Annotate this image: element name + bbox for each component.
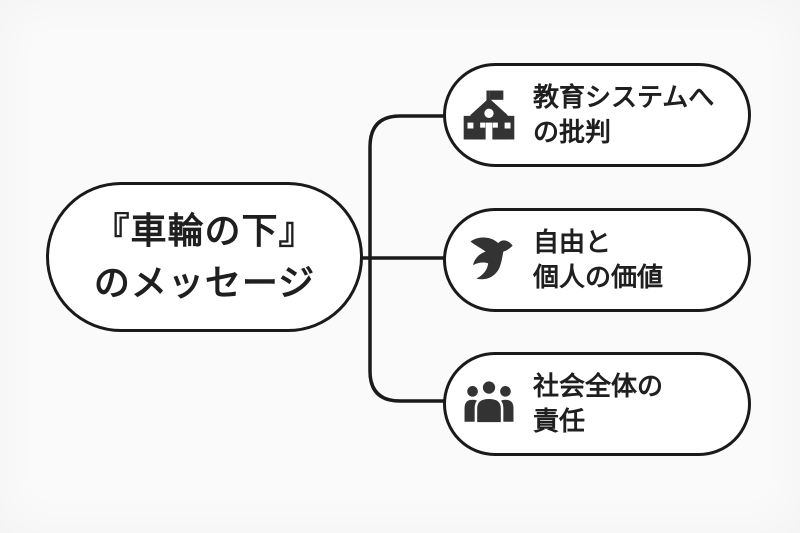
branch-society-label: 社会全体の 責任 bbox=[533, 369, 663, 439]
branch-education-label: 教育システムへ の批判 bbox=[533, 80, 714, 150]
people-group-icon bbox=[462, 377, 516, 431]
root-node-label: 『車輪の下』 のメッセージ bbox=[93, 205, 315, 309]
branch-freedom-label: 自由と 個人の価値 bbox=[533, 225, 663, 295]
dove-icon bbox=[462, 233, 516, 287]
school-icon bbox=[462, 88, 516, 142]
connector-top bbox=[368, 114, 444, 258]
branch-node-society: 社会全体の 責任 bbox=[443, 352, 751, 456]
branch-freedom-line2: 個人の価値 bbox=[533, 262, 664, 292]
branch-education-line1: 教育システムへ bbox=[533, 82, 715, 112]
branch-education-line2: の批判 bbox=[533, 117, 612, 147]
branch-node-education: 教育システムへ の批判 bbox=[443, 63, 751, 167]
root-node: 『車輪の下』 のメッセージ bbox=[46, 182, 363, 332]
branch-society-line2: 責任 bbox=[533, 406, 586, 436]
branch-node-freedom: 自由と 個人の価値 bbox=[443, 208, 751, 312]
root-label-line2: のメッセージ bbox=[93, 262, 316, 303]
branch-society-line1: 社会全体の bbox=[533, 371, 664, 401]
branch-freedom-line1: 自由と bbox=[533, 227, 612, 257]
root-label-line1: 『車輪の下』 bbox=[93, 210, 316, 251]
connector-bottom bbox=[368, 258, 444, 403]
